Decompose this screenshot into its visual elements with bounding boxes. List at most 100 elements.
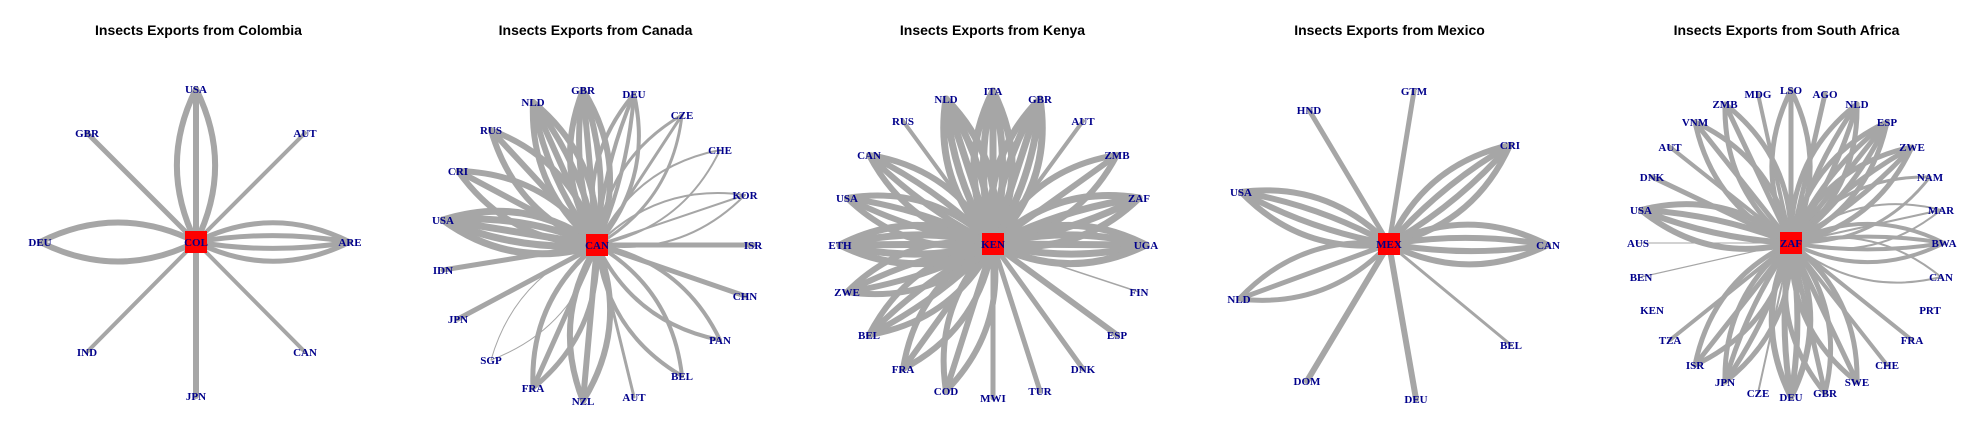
node-label-fra: FRA bbox=[892, 364, 915, 376]
center-node bbox=[982, 233, 1004, 255]
edges-group bbox=[1236, 88, 1551, 402]
node-label-gtm: GTM bbox=[1401, 86, 1428, 98]
edge-isr bbox=[1692, 240, 1794, 368]
edge-esp bbox=[1788, 119, 1890, 246]
center-node-label: KEN bbox=[981, 239, 1005, 251]
node-label-aut: AUT bbox=[1071, 116, 1095, 128]
edge-nzl bbox=[580, 242, 614, 404]
node-label-are: ARE bbox=[338, 237, 361, 249]
edge-can bbox=[1386, 221, 1551, 248]
edge-ind bbox=[85, 240, 198, 354]
edge-jpn bbox=[1722, 240, 1794, 385]
edge-usa bbox=[173, 86, 199, 245]
edge-swe bbox=[1788, 240, 1860, 385]
edge-usa bbox=[1238, 187, 1392, 247]
node-label-zwe: ZWE bbox=[1899, 142, 1925, 154]
edge-usa bbox=[1238, 189, 1392, 247]
edge-can bbox=[1790, 236, 1942, 278]
panel-title: Insects Exports from South Africa bbox=[1673, 22, 1900, 38]
node-label-jpn: JPN bbox=[448, 314, 468, 326]
edge-cze bbox=[595, 113, 684, 247]
edge-uga bbox=[989, 221, 1150, 249]
edge-dom bbox=[1304, 241, 1392, 384]
center-node bbox=[1780, 232, 1802, 254]
edge-deu bbox=[1788, 240, 1801, 400]
edge-nld bbox=[530, 99, 600, 248]
edge-zmb bbox=[1722, 101, 1794, 246]
edge-gbr bbox=[1788, 240, 1834, 396]
edge-cri bbox=[1386, 142, 1513, 247]
node-label-tza: TZA bbox=[1659, 335, 1682, 347]
node-label-usa: USA bbox=[836, 193, 858, 205]
network-graph: KENITAGBRAUTZMBZAFUGAFINESPDNKTURMWICODF… bbox=[828, 86, 1158, 405]
edge-che bbox=[596, 149, 721, 246]
panel-title: Insects Exports from Canada bbox=[498, 22, 693, 38]
node-label-ita: ITA bbox=[984, 86, 1003, 98]
node-label-ago: AGO bbox=[1812, 89, 1838, 101]
node-label-aut: AUT bbox=[293, 128, 317, 140]
node-label-zmb: ZMB bbox=[1104, 150, 1130, 162]
node-label-mwi: MWI bbox=[980, 393, 1006, 405]
edge-uga bbox=[989, 240, 1150, 268]
edge-kor bbox=[596, 194, 746, 246]
edge-tza bbox=[1668, 241, 1793, 342]
edge-pan bbox=[595, 243, 722, 342]
node-label-prt: PRT bbox=[1919, 305, 1941, 317]
panel-title: Insects Exports from Kenya bbox=[899, 22, 1086, 38]
node-label-vnm: VNM bbox=[1682, 117, 1709, 129]
center-node-label: MEX bbox=[1376, 239, 1402, 251]
node-label-hnd: HND bbox=[1297, 105, 1322, 117]
edge-dnk bbox=[990, 241, 1086, 372]
node-label-che: CHE bbox=[708, 145, 732, 157]
node-label-can: CAN bbox=[857, 150, 881, 162]
edge-are bbox=[193, 239, 353, 264]
edge-usa bbox=[844, 195, 996, 250]
edge-fra bbox=[530, 242, 600, 391]
node-label-lso: LSO bbox=[1780, 85, 1802, 97]
edge-bel bbox=[1387, 242, 1513, 347]
edge-aut bbox=[194, 131, 307, 244]
edge-usa bbox=[439, 216, 601, 258]
node-label-mar: MAR bbox=[1928, 205, 1955, 217]
node-label-nzl: NZL bbox=[572, 396, 595, 408]
edge-zaf bbox=[989, 192, 1143, 248]
edge-zwe bbox=[1788, 144, 1915, 246]
node-label-gbr: GBR bbox=[75, 128, 100, 140]
node-label-mdg: MDG bbox=[1745, 89, 1772, 101]
edge-isr bbox=[1692, 240, 1794, 368]
edge-fin bbox=[992, 243, 1140, 293]
edge-bwa bbox=[1789, 221, 1946, 245]
edges-group bbox=[1637, 87, 1946, 400]
panel-title: Insects Exports from Colombia bbox=[95, 22, 302, 38]
node-label-dnk: DNK bbox=[1071, 364, 1096, 376]
edge-deu bbox=[37, 239, 199, 265]
node-label-cri: CRI bbox=[448, 166, 468, 178]
edge-zwe bbox=[844, 241, 996, 298]
node-label-fin: FIN bbox=[1130, 287, 1149, 299]
edge-can bbox=[1386, 234, 1551, 248]
edge-nld bbox=[942, 95, 997, 248]
node-label-bel: BEL bbox=[1500, 340, 1522, 352]
node-label-idn: IDN bbox=[433, 265, 453, 277]
edge-gbr bbox=[989, 95, 1044, 248]
edge-nam bbox=[1789, 175, 1932, 245]
edge-deu bbox=[1386, 241, 1419, 402]
node-label-ben: BEN bbox=[1630, 272, 1653, 284]
node-label-gbr: GBR bbox=[1813, 388, 1838, 400]
node-label-aus: AUS bbox=[1627, 238, 1649, 250]
edge-cze bbox=[595, 113, 684, 247]
edge-kor bbox=[596, 192, 746, 246]
node-label-deu: DEU bbox=[1779, 392, 1802, 404]
node-label-bel: BEL bbox=[858, 330, 880, 342]
node-label-swe: SWE bbox=[1845, 377, 1869, 389]
edge-vnm bbox=[1692, 119, 1794, 246]
node-label-nld: NLD bbox=[521, 97, 544, 109]
edge-che bbox=[596, 149, 721, 246]
node-label-dnk: DNK bbox=[1640, 172, 1665, 184]
edge-usa bbox=[1238, 189, 1392, 247]
edge-bel bbox=[866, 241, 996, 338]
node-label-dom: DOM bbox=[1294, 376, 1322, 388]
